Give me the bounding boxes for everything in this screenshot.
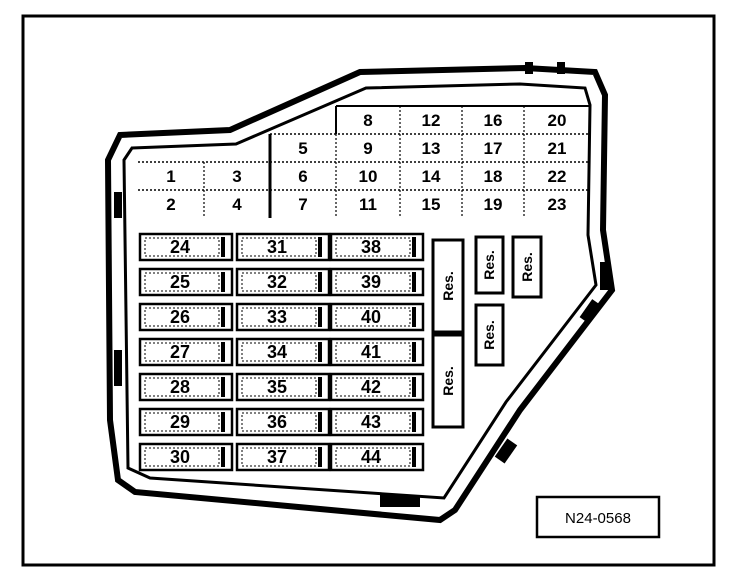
relay-position-number: 11 [359,195,377,214]
reserved-slot: Res. [511,235,543,299]
fuse-slot: 29 [138,407,234,437]
fuse-number: 34 [267,342,287,362]
relay-position-number: 19 [484,195,503,214]
relay-position-number: 14 [422,167,441,186]
fuse-slot: 37 [235,442,331,472]
fuse-number: 36 [267,412,287,432]
fuse-slot: 33 [235,302,331,332]
fuse-slot: 31 [235,232,331,262]
outer-frame [21,14,716,567]
fuse-number: 31 [267,237,287,257]
fuse-number: 43 [361,412,381,432]
fuse-slot: 36 [235,407,331,437]
housing-clip [380,495,420,507]
fuse-slot: 28 [138,372,234,402]
reserved-slot: Res. [474,235,505,295]
fuse-number: 41 [361,342,381,362]
fuse-box-housing [104,64,616,524]
relay-position-number: 1 [166,167,175,186]
fuse-slot: 25 [138,267,234,297]
relay-position-number: 3 [232,167,241,186]
fuse-number: 24 [170,237,190,257]
fuse-slot: 34 [235,337,331,367]
fuse-slot: 43 [329,407,425,437]
relay-position-number: 23 [548,195,567,214]
fuse-number: 39 [361,272,381,292]
fuse-number: 42 [361,377,381,397]
fuse-slot: 40 [329,302,425,332]
fuse-number: 30 [170,447,190,467]
svg-text:Res.: Res. [481,250,497,280]
fuse-slot: 44 [329,442,425,472]
housing-clip [525,62,533,74]
relay-position-number: 21 [548,139,567,158]
relay-position-number: 22 [548,167,567,186]
housing-clip [114,350,122,386]
relay-position-number: 16 [484,111,503,130]
fuse-number: 33 [267,307,287,327]
fuse-slot: 39 [329,267,425,297]
relay-position-number: 8 [363,111,372,130]
fuse-number: 26 [170,307,190,327]
fuse-slots: 24 25 26 27 28 29 30 31 32 33 34 35 36 37 38 39 40 41 42 43… [138,232,425,472]
relay-position-number: 18 [484,167,503,186]
fuse-box-inner-outline [122,82,598,500]
fuse-slot: 41 [329,337,425,367]
fuse-slot: 27 [138,337,234,367]
fuse-number: 32 [267,272,287,292]
relay-position-number: 12 [422,111,441,130]
relay-position-number: 15 [422,195,441,214]
reserved-slots: Res. Res. Res. Res. Res. [431,235,543,429]
fuse-slot: 30 [138,442,234,472]
fuse-number: 29 [170,412,190,432]
relay-position-number: 5 [298,139,307,158]
housing-clip [494,438,518,464]
diagram-code-box: N24-0568 [535,495,661,539]
reserved-slot: Res. [431,238,465,334]
fuse-number: 25 [170,272,190,292]
fuse-slot: 24 [138,232,234,262]
fuse-slot: 26 [138,302,234,332]
relay-position-number: 2 [166,195,175,214]
reserved-slot: Res. [474,303,505,367]
fuse-number: 28 [170,377,190,397]
fuse-number: 27 [170,342,190,362]
reserved-slot: Res. [431,333,465,429]
fuse-number: 40 [361,307,381,327]
housing-clip [600,262,610,290]
fuse-slot: 42 [329,372,425,402]
svg-text:Res.: Res. [440,271,456,301]
diagram-code: N24-0568 [565,510,631,527]
relay-position-number: 6 [298,167,307,186]
fuse-slot: 38 [329,232,425,262]
relay-position-number: 17 [484,139,503,158]
relay-position-number: 4 [232,195,242,214]
relay-position-number: 13 [422,139,441,158]
relay-position-number: 10 [359,167,378,186]
housing-clip [579,299,601,323]
fuse-number: 37 [267,447,287,467]
svg-text:Res.: Res. [519,252,535,282]
svg-text:Res.: Res. [481,320,497,350]
relay-position-number: 9 [363,139,372,158]
fuse-slot: 32 [235,267,331,297]
relay-position-number: 7 [298,195,307,214]
relay-position-number: 20 [548,111,567,130]
fuse-number: 44 [361,447,381,467]
fuse-number: 35 [267,377,287,397]
svg-text:Res.: Res. [440,366,456,396]
fuse-number: 38 [361,237,381,257]
fuse-slot: 35 [235,372,331,402]
housing-clip [114,192,122,218]
housing-clip [557,62,565,74]
